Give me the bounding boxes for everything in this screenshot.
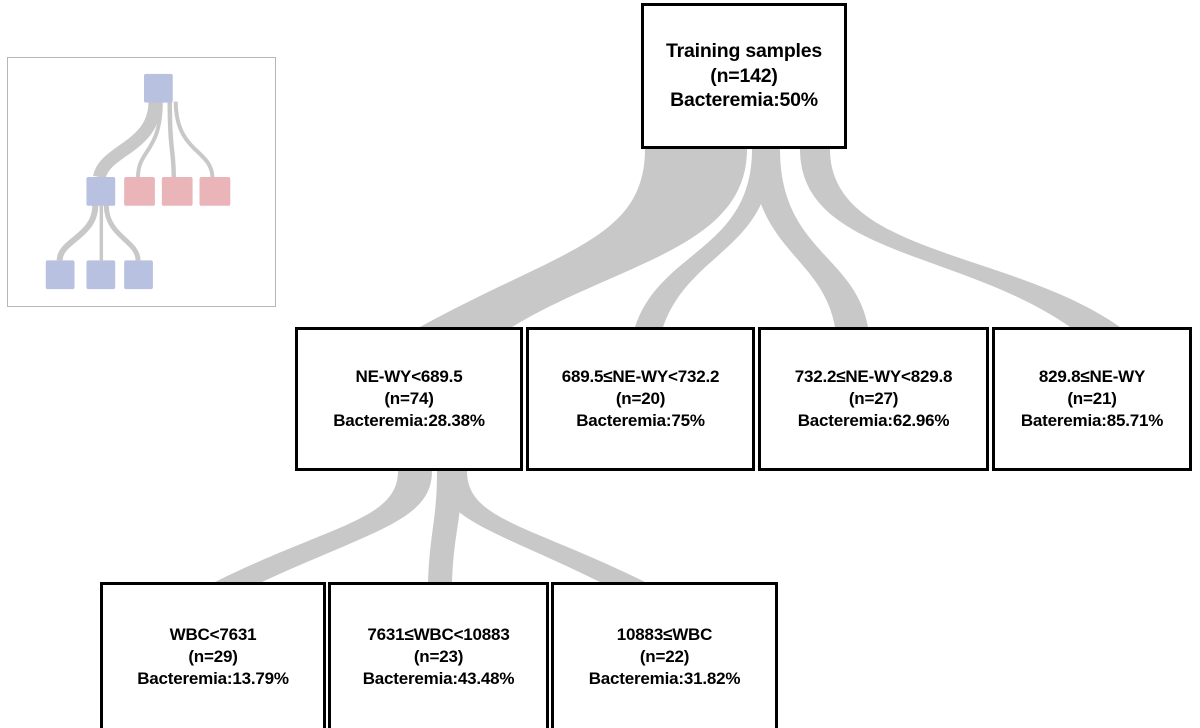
thumb-node-l3-2 — [124, 260, 153, 290]
node-ne-wy-732-to-829[interactable]: 732.2≤NE-WY<829.8 (n=27) Bacteremia:62.9… — [758, 327, 989, 471]
node-wbc-gte-10883[interactable]: 10883≤WBC (n=22) Bacteremia:31.82% — [551, 582, 778, 728]
node-label: Training samples — [665, 39, 823, 62]
node-count: (n=22) — [639, 647, 690, 667]
thumb-link-root-c1 — [136, 101, 163, 178]
thumb-node-l3-1 — [86, 260, 116, 290]
node-count: (n=74) — [384, 389, 434, 409]
node-training-samples[interactable]: Training samples (n=142) Bacteremia:50% — [641, 3, 847, 149]
node-ne-wy-lt-689[interactable]: NE-WY<689.5 (n=74) Bacteremia:28.38% — [295, 327, 523, 471]
thumb-link-c0-l2 — [103, 204, 141, 261]
thumb-node-root — [143, 73, 173, 103]
node-label: 732.2≤NE-WY<829.8 — [794, 367, 953, 387]
node-count: (n=29) — [188, 647, 238, 667]
node-label: 7631≤WBC<10883 — [367, 625, 510, 645]
ribbon-root-to-l2-3 — [800, 149, 1120, 327]
node-ne-wy-gte-829[interactable]: 829.8≤NE-WY (n=21) Bateremia:85.71% — [992, 327, 1192, 471]
node-wbc-lt-7631[interactable]: WBC<7631 (n=29) Bacteremia:13.79% — [100, 582, 326, 728]
node-count: (n=21) — [1067, 389, 1117, 409]
node-rate: Bacteremia:13.79% — [137, 668, 289, 688]
thumb-node-l2-3 — [199, 177, 231, 206]
thumb-node-l3-0 — [45, 260, 75, 290]
ribbon-root-to-l2-0 — [420, 149, 747, 327]
thumb-node-l2-1 — [124, 177, 155, 206]
node-rate: Bacteremia:62.96% — [797, 410, 950, 430]
node-count: (n=20) — [615, 389, 666, 409]
node-label: 689.5≤NE-WY<732.2 — [561, 367, 720, 387]
node-label: 829.8≤NE-WY — [1038, 367, 1146, 387]
node-rate: Bacteremia:50% — [670, 89, 818, 112]
node-count: (n=27) — [848, 389, 899, 409]
node-wbc-7631-to-10883[interactable]: 7631≤WBC<10883 (n=23) Bacteremia:43.48% — [328, 582, 549, 728]
ribbon-l2-0-to-l3-2 — [438, 471, 645, 582]
ribbon-l2-0-to-l3-0 — [215, 471, 432, 582]
thumbnail-tree-graphic — [45, 73, 231, 290]
ribbon-root-to-l2-1 — [635, 149, 772, 327]
node-rate: Bateremia:85.71% — [1020, 410, 1164, 430]
thumb-node-l2-0 — [86, 177, 116, 206]
node-label: 10883≤WBC — [616, 625, 713, 645]
node-count: (n=23) — [413, 647, 464, 667]
thumb-link-root-c2 — [167, 101, 176, 178]
node-rate: Bacteremia:28.38% — [333, 410, 485, 430]
thumb-link-root-c3 — [173, 101, 215, 178]
node-count: (n=142) — [710, 64, 778, 87]
thumb-link-root-c0 — [93, 101, 162, 180]
ribbon-root-to-l2-2 — [752, 149, 868, 327]
node-rate: Bacteremia:31.82% — [588, 668, 741, 688]
tree-overview-thumbnail[interactable] — [7, 57, 276, 307]
node-rate: Bacteremia:75% — [576, 410, 705, 430]
node-label: WBC<7631 — [169, 625, 257, 645]
node-ne-wy-689-to-732[interactable]: 689.5≤NE-WY<732.2 (n=20) Bacteremia:75% — [526, 327, 755, 471]
node-rate: Bacteremia:43.48% — [362, 668, 515, 688]
thumb-link-c0-l0 — [56, 204, 99, 261]
thumb-node-l2-2 — [161, 177, 193, 206]
node-label: NE-WY<689.5 — [355, 367, 463, 387]
